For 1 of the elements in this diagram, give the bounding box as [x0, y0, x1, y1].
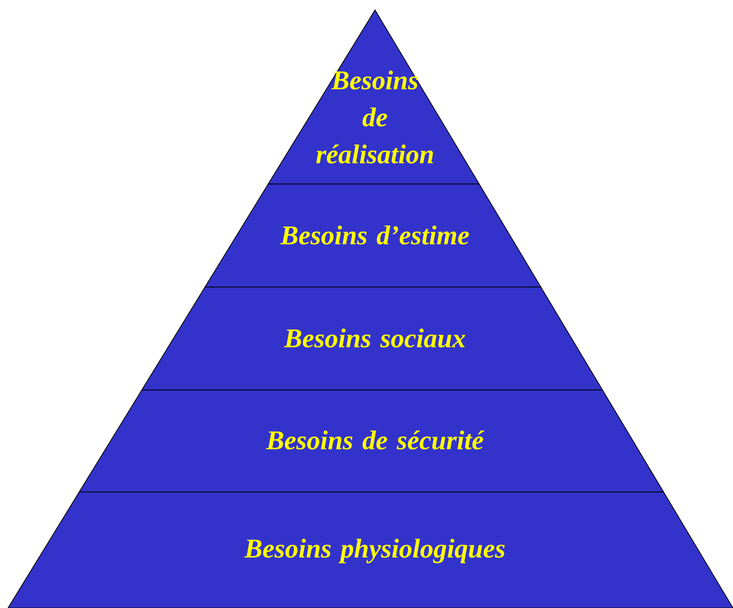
- pyramid-level: Besoins sociaux: [141, 286, 604, 390]
